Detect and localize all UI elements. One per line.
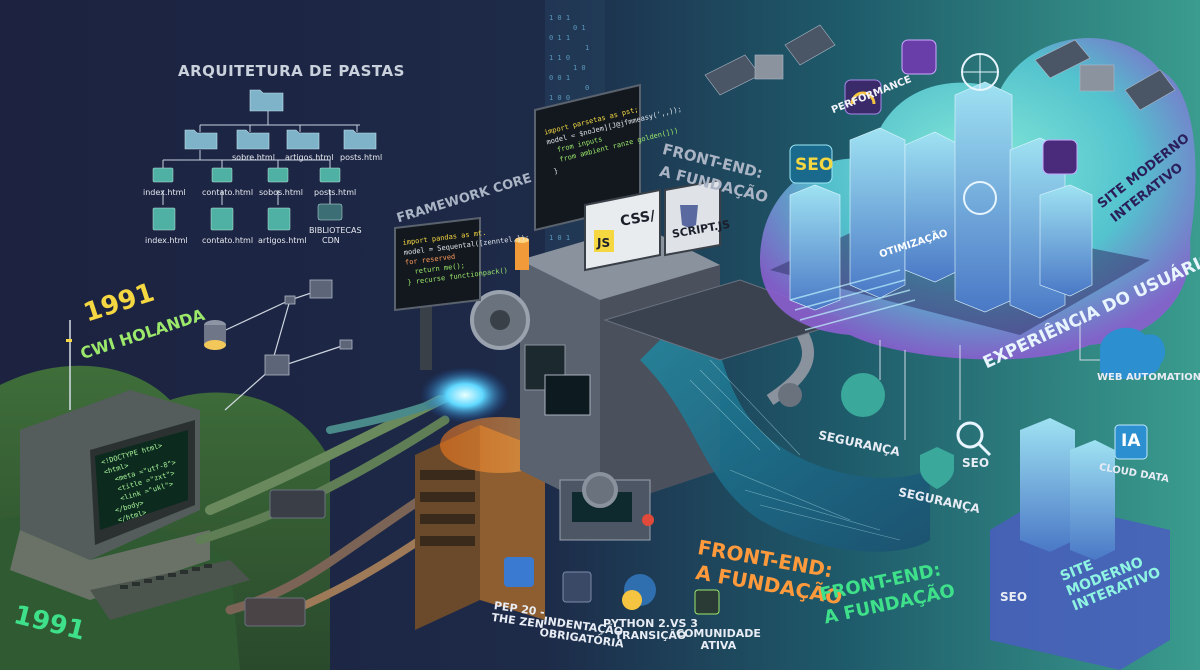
svg-text:1 0: 1 0	[573, 64, 586, 72]
python-line1: PYTHON 2.VS 3	[603, 617, 698, 630]
python-line2: TRANSIÇÃO	[614, 629, 687, 642]
file-label: contato.html	[202, 188, 254, 197]
file-label: posts.html	[314, 188, 357, 197]
svg-text:1 0 1: 1 0 1	[549, 234, 570, 242]
file-label: sobos.html	[259, 188, 303, 197]
svg-text:1 0 0: 1 0 0	[549, 94, 570, 102]
file-label: posts.html	[340, 153, 383, 162]
python-label: PYTHON 2.VS 3 TRANSIÇÃO	[603, 618, 698, 642]
ia-sign: IA	[1121, 431, 1141, 451]
svg-text:0 1 1: 0 1 1	[549, 34, 570, 42]
file-label: artigos.html	[258, 236, 307, 245]
svg-text:0: 0	[585, 84, 589, 92]
file-label: sobre.html	[232, 153, 275, 162]
svg-text:0 0 1: 0 0 1	[549, 74, 570, 82]
seo-sign: SEO	[795, 155, 834, 175]
file-label: index.html	[143, 188, 186, 197]
file-label: artigos.html	[285, 153, 334, 162]
file-label: contato.html	[202, 236, 254, 245]
svg-text:1 0 1: 1 0 1	[549, 14, 570, 22]
svg-text:1: 1	[585, 44, 589, 52]
web-automation-label: WEB AUTOMATION	[1097, 372, 1200, 383]
folder-architecture-title: ARQUITETURA DE PASTAS	[178, 62, 405, 80]
cdn-label-line1: BIBLIOTECAS	[309, 226, 362, 235]
file-label: index.html	[145, 236, 188, 245]
svg-text:0 1: 0 1	[573, 24, 586, 32]
comunidade-line2: ATIVA	[700, 639, 737, 652]
js-sign: JS	[597, 236, 611, 250]
comunidade-label: COMUNIDADE ATIVA	[676, 628, 761, 652]
seo-bottom-label: SEO	[1000, 590, 1028, 604]
seo-label-right: SEO	[962, 456, 990, 470]
comunidade-line1: COMUNIDADE	[676, 627, 761, 640]
svg-text:1 1 0: 1 1 0	[549, 54, 570, 62]
cdn-label-line2: CDN	[322, 236, 340, 245]
